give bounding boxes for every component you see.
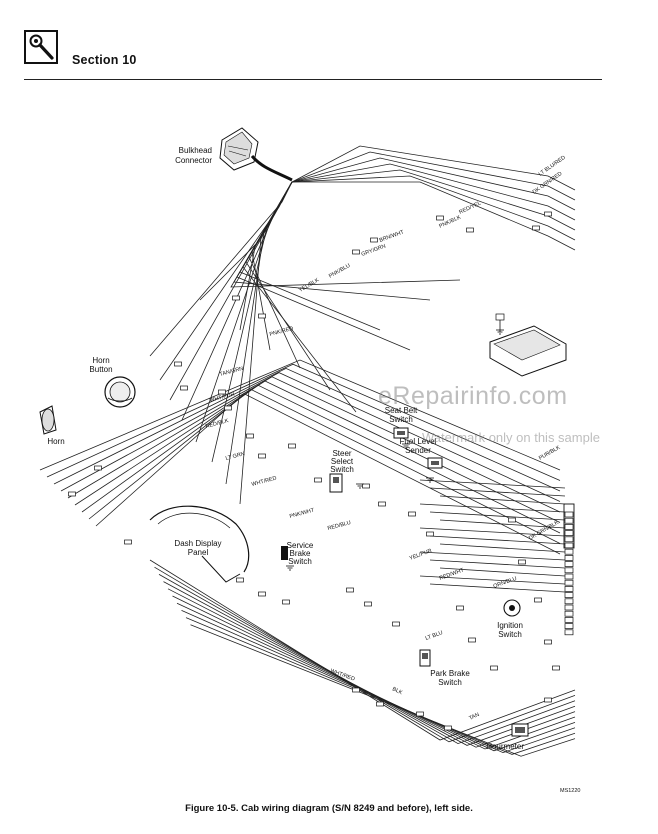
wire-code: RED/BLK — [205, 418, 230, 430]
horn-button-label-line1: Horn — [92, 356, 109, 365]
steer-select-switch: Steer Select Switch — [329, 449, 354, 493]
wire-code: BLK — [391, 686, 403, 696]
horn-button: Horn Button — [89, 356, 136, 408]
wire-code: TAN/GRN — [219, 366, 244, 378]
bulkhead-label-line2: Connector — [175, 156, 212, 165]
service-brake-switch: Service Brake Switch — [281, 541, 314, 566]
fuel-level-label-line2: Sender — [405, 446, 431, 455]
steer-select-label-line1: Steer — [332, 449, 351, 458]
dash-display-panel: Dash Display Panel — [149, 505, 250, 583]
park-brake-switch: Park Brake Switch — [419, 649, 470, 687]
dash-display-label-line1: Dash Display — [174, 539, 221, 548]
wire-connectors — [68, 211, 560, 731]
wire-code: PUR/BLK — [538, 445, 562, 462]
horn-button-label-line2: Button — [89, 365, 112, 374]
hourmeter-label: Hourmeter — [486, 742, 524, 751]
wire-code: PNK/BLU — [328, 263, 351, 280]
ignition-label-line1: Ignition — [497, 621, 523, 630]
wire-code: ORN/BLU — [493, 576, 518, 590]
steer-select-label-line2: Select — [331, 457, 354, 466]
fuel-level-sender: Fuel Level Sender — [400, 437, 443, 469]
seat-belt-label-line1: Seat Belt — [385, 406, 418, 415]
bulkhead-connector: Bulkhead Connector — [175, 127, 293, 182]
horn-label: Horn — [47, 437, 64, 446]
seat-belt-switch: Seat Belt Switch — [385, 406, 418, 439]
wire-code: YEL/BLK — [298, 277, 321, 294]
wire-code: GRY/GRN — [361, 243, 387, 257]
wire-harness — [39, 145, 576, 757]
right-connector-block — [563, 503, 575, 636]
wire-code: LT GRN — [225, 451, 246, 462]
hourmeter: Hourmeter — [486, 723, 529, 751]
service-brake-label-line2: Brake — [290, 549, 311, 558]
wire-code: RED/WHT — [439, 567, 466, 582]
wire-code: LT BLU — [425, 630, 444, 642]
steer-select-label-line3: Switch — [330, 465, 354, 474]
wire-code: WHT/RED — [251, 475, 277, 487]
service-brake-label-line1: Service — [287, 541, 314, 550]
seat-belt-label-line2: Switch — [389, 415, 413, 424]
wire-code: RED/BLU — [327, 520, 352, 532]
ignition-switch: Ignition Switch — [497, 599, 523, 639]
wire-code: LT BLU/RED — [538, 155, 567, 178]
wire-code: BRN/WHT — [379, 229, 406, 244]
figure-caption: Figure 10-5. Cab wiring diagram (S/N 824… — [185, 803, 473, 814]
wire-code: PNK/WHT — [289, 507, 316, 520]
section-title: Section 10 — [72, 53, 137, 67]
wire-code: YEL/PUR — [409, 548, 433, 562]
wire-code: TAN — [468, 712, 480, 722]
park-brake-label-line1: Park Brake — [430, 669, 470, 678]
service-brake-label-line3: Switch — [288, 557, 312, 566]
ignition-label-line2: Switch — [498, 630, 522, 639]
park-brake-label-line2: Switch — [438, 678, 462, 687]
figure-id: MS1220 — [560, 788, 581, 794]
dash-display-label-line2: Panel — [188, 548, 209, 557]
bulkhead-label-line1: Bulkhead — [179, 146, 212, 155]
horn: Horn — [39, 405, 65, 446]
wrench-icon — [24, 30, 58, 64]
wire-code: RED/YEL — [458, 200, 482, 215]
fuel-level-label-line1: Fuel Level — [400, 437, 437, 446]
header-divider — [24, 79, 602, 80]
relay-module — [489, 313, 567, 377]
